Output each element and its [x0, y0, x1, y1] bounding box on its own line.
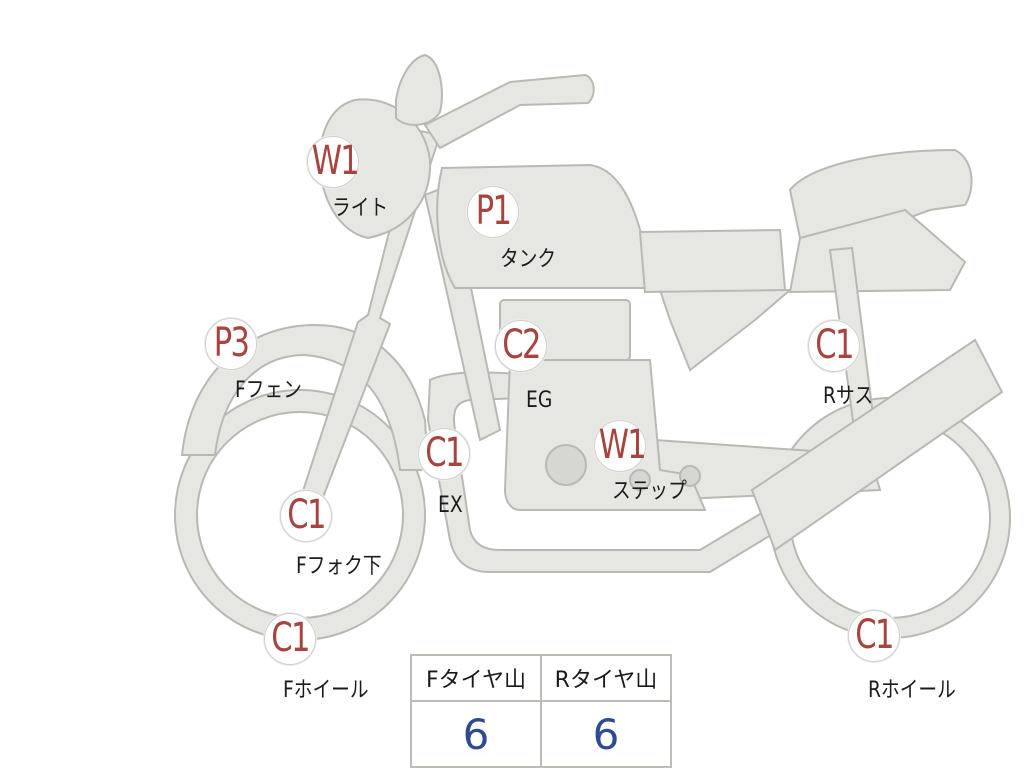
- label-f-fork-lower: Fフォク下: [296, 554, 382, 579]
- label-r-suspension: Rサス: [823, 384, 874, 409]
- marker-light[interactable]: W1: [307, 136, 360, 188]
- seat-rear-shape: [788, 148, 973, 240]
- tire-tread-table: Fタイヤ山 Rタイヤ山 6 6: [410, 654, 672, 768]
- marker-exhaust[interactable]: C1: [418, 428, 470, 480]
- marker-f-fork-lower[interactable]: C1: [280, 490, 332, 542]
- marker-light-code: W1: [311, 138, 360, 184]
- exhaust-pipe-upper: [426, 371, 814, 573]
- marker-f-fender-code: P3: [213, 320, 250, 366]
- marker-step[interactable]: W1: [594, 420, 647, 472]
- muffler-shape: [750, 338, 1004, 552]
- front-tire-tread-header: Fタイヤ山: [410, 654, 542, 702]
- tire-tread-header-row: Fタイヤ山 Rタイヤ山: [410, 654, 672, 702]
- mirror-shape: [395, 53, 443, 126]
- marker-tank-code: P1: [475, 188, 512, 234]
- marker-r-suspension[interactable]: C1: [808, 320, 860, 372]
- side-cover-shape: [658, 289, 793, 372]
- marker-tank[interactable]: P1: [467, 186, 519, 238]
- marker-f-wheel-code: C1: [271, 615, 310, 661]
- label-r-wheel: Rホイール: [868, 678, 956, 703]
- tire-tread-value-row: 6 6: [410, 700, 672, 768]
- marker-r-wheel-code: C1: [855, 612, 894, 658]
- label-light: ライト: [332, 196, 389, 221]
- rear-tire-tread-value: 6: [540, 700, 672, 768]
- marker-f-wheel[interactable]: C1: [264, 613, 316, 665]
- marker-f-fork-lower-code: C1: [287, 492, 326, 538]
- marker-engine-code: C2: [502, 322, 541, 368]
- handlebar-shape: [423, 73, 595, 150]
- marker-step-code: W1: [598, 422, 647, 468]
- seat-front-shape: [638, 228, 787, 294]
- marker-engine[interactable]: C2: [495, 320, 547, 372]
- marker-f-fender[interactable]: P3: [205, 318, 257, 370]
- label-exhaust: EX: [438, 493, 463, 518]
- label-step: ステップ: [612, 479, 687, 504]
- label-f-wheel: Fホイール: [283, 678, 369, 703]
- marker-r-suspension-code: C1: [815, 322, 854, 368]
- front-tire-tread-value: 6: [410, 700, 542, 768]
- label-tank: タンク: [500, 247, 557, 272]
- label-engine: EG: [526, 388, 553, 413]
- marker-exhaust-code: C1: [425, 430, 464, 476]
- marker-r-wheel[interactable]: C1: [848, 610, 900, 662]
- rear-tire-tread-header: Rタイヤ山: [540, 654, 672, 702]
- label-f-fender: Fフェン: [235, 378, 302, 403]
